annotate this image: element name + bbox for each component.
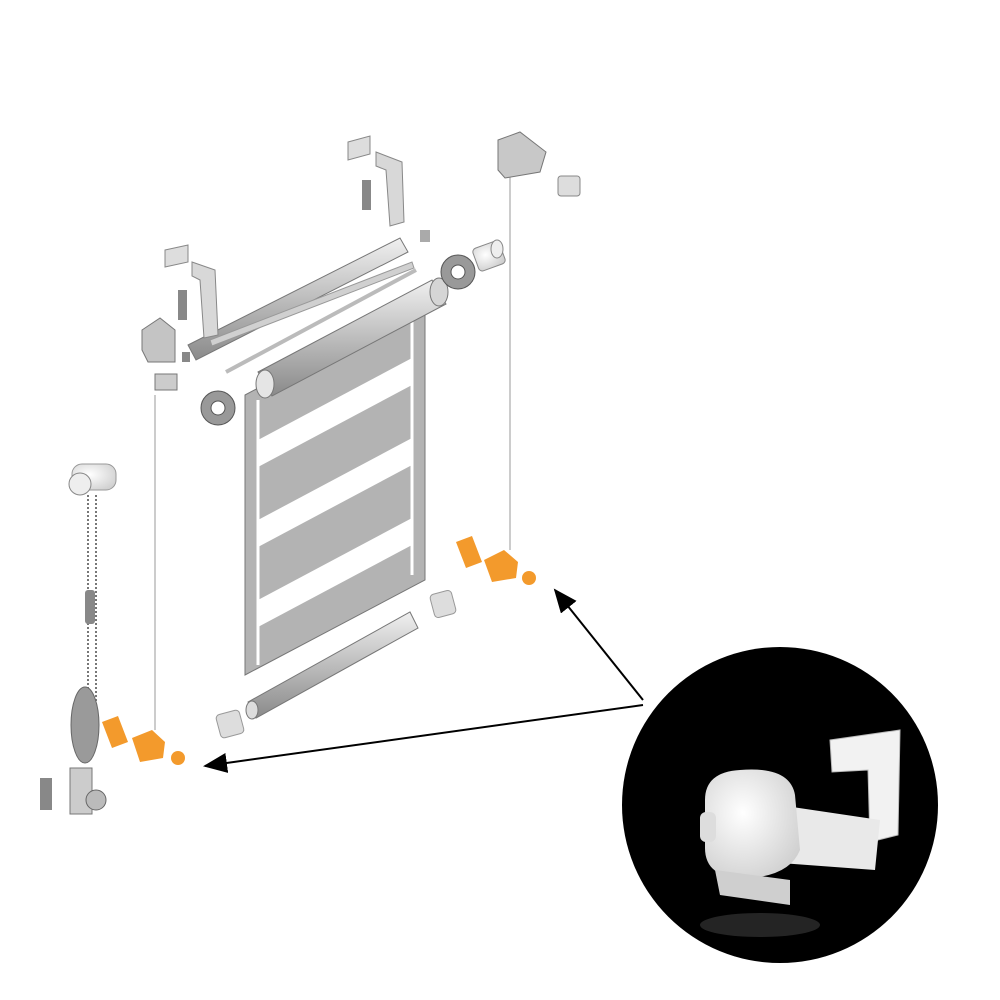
orange-clip-right [456, 536, 536, 585]
chain-mechanism [40, 463, 117, 815]
bottom-end-cap-right [429, 589, 457, 619]
bracket-right [420, 131, 581, 242]
bracket-left [141, 317, 190, 391]
arrow-to-left-clip [203, 704, 644, 773]
detail-inset [622, 647, 938, 963]
bottom-end-cap-left [215, 709, 245, 739]
clip-middle [347, 135, 405, 227]
clip-left [164, 244, 219, 339]
rail-strip [209, 261, 415, 347]
thin-rod [225, 268, 417, 374]
idle-end-plug [472, 239, 506, 272]
arrow-to-right-clip [553, 588, 644, 701]
orange-clip-left [102, 716, 185, 765]
blind-fabric [244, 299, 426, 676]
roller-tube [255, 277, 449, 399]
bottom-bar [245, 611, 419, 720]
